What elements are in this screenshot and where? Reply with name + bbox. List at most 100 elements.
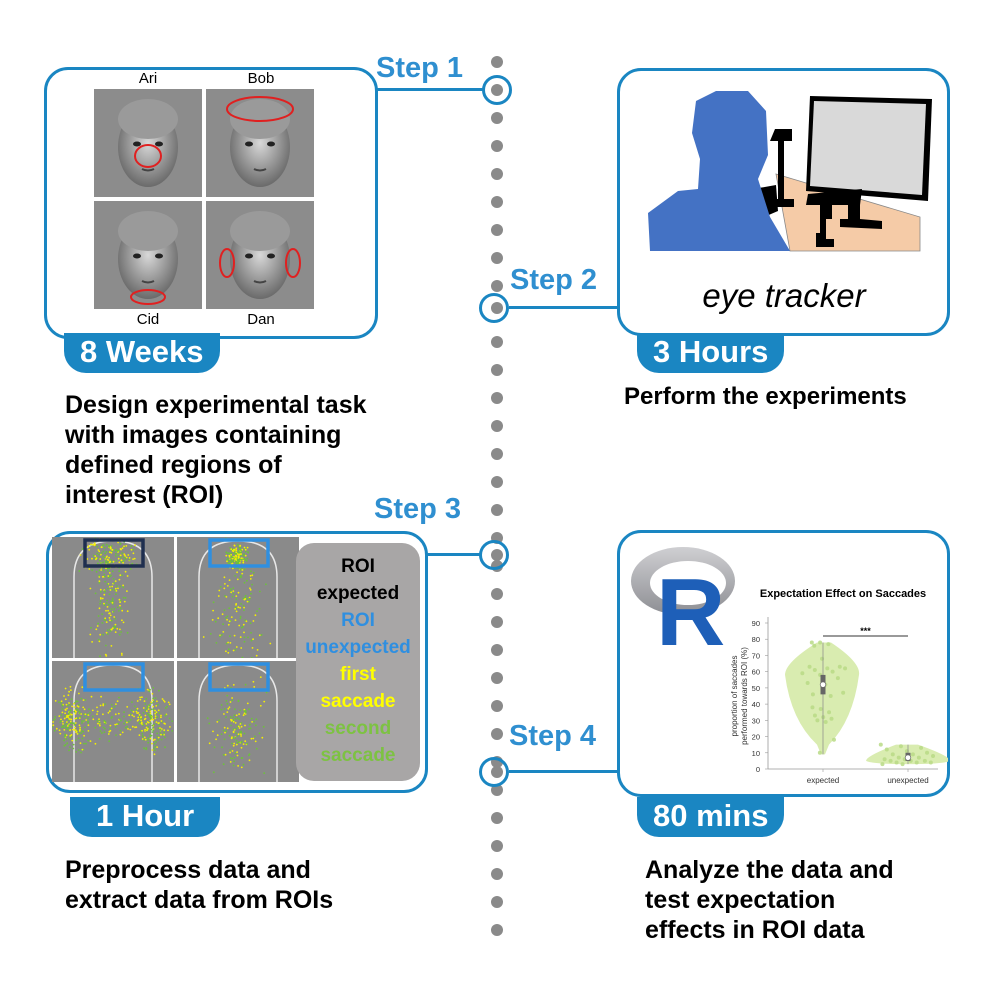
step-4-timeline-node [479, 757, 509, 787]
description-line: Preprocess data and [65, 856, 311, 884]
y-tick-label: 30 [752, 716, 760, 725]
legend-roi-unexpected-2: unexpected [305, 637, 411, 658]
x-tick-label: expected [807, 776, 839, 785]
step-2-timeline-node [479, 293, 509, 323]
timeline-dot [491, 644, 503, 656]
timeline-dot [491, 336, 503, 348]
data-point-unexpected [922, 758, 927, 763]
timeline-dot [491, 812, 503, 824]
description-line: test expectation [645, 886, 836, 914]
step-3-duration-badge: 1 Hour [70, 797, 221, 837]
x-tick-label: unexpected [887, 776, 928, 785]
data-point-expected [829, 716, 834, 721]
timeline-dot [491, 448, 503, 460]
timeline-dot [491, 476, 503, 488]
heatmap-center [177, 661, 299, 782]
data-point-expected [826, 642, 831, 647]
timeline-dot [491, 728, 503, 740]
legend-second-saccade-1: second [324, 718, 392, 739]
timeline-dot [491, 588, 503, 600]
legend-first-saccade-2: saccade [320, 691, 396, 712]
step-4-connector [509, 770, 619, 773]
data-point-unexpected [919, 745, 924, 750]
step-1-timeline-node [482, 75, 512, 105]
face-icon [226, 96, 294, 187]
median-unexpected [904, 754, 912, 761]
timeline-dot [491, 56, 503, 68]
chinrest-icon [770, 129, 794, 207]
data-point-expected [825, 666, 830, 671]
data-point-unexpected [888, 758, 893, 763]
heatmap-forehead-unexpected-1 [177, 537, 299, 658]
data-point-expected [841, 690, 846, 695]
y-axis-label: proportion of saccadesperformed towards … [730, 647, 749, 745]
timeline-dot [491, 700, 503, 712]
data-point-expected [831, 737, 836, 742]
y-tick-label: 50 [752, 684, 760, 693]
saccade-legend: ROI expected ROI unexpected first saccad… [296, 543, 420, 781]
legend-roi-unexpected-1: ROI [341, 610, 375, 631]
timeline-dot [491, 420, 503, 432]
face-image-dan [206, 201, 314, 309]
step-1-connector [372, 88, 484, 91]
face-image-bob [206, 89, 314, 197]
timeline-dot [491, 364, 503, 376]
legend-roi-expected-2: expected [316, 583, 400, 604]
participant-silhouette-icon [648, 91, 790, 251]
data-point-unexpected [900, 762, 905, 767]
step-2-duration-badge: 3 Hours [637, 333, 785, 373]
data-point-expected [812, 668, 817, 673]
data-point-unexpected [890, 752, 895, 757]
y-tick-label: 20 [752, 733, 760, 742]
y-tick-label: 90 [752, 619, 760, 628]
data-point-expected [823, 719, 828, 724]
timeline-dot [491, 504, 503, 516]
heatmap-forehead-expected [52, 537, 174, 658]
data-point-unexpected [880, 762, 885, 767]
timeline-dot [491, 840, 503, 852]
description-line: Analyze the data and [645, 856, 894, 884]
data-point-expected [807, 664, 812, 669]
face-label-dan: Dan [247, 311, 275, 328]
data-point-unexpected [910, 752, 915, 757]
heatmap-ears [52, 661, 174, 782]
description-line: interest (ROI) [65, 481, 224, 509]
data-point-unexpected [916, 755, 921, 760]
median-expected [819, 681, 827, 688]
step-1-panel: Ari Bob [44, 67, 378, 339]
step-2-description: Perform the experiments [624, 382, 907, 412]
face-icon [118, 99, 178, 187]
step-3-label: Step 3 [374, 493, 462, 525]
data-point-expected [812, 643, 817, 648]
timeline-dot [491, 924, 503, 936]
data-point-expected [805, 681, 810, 686]
data-point-expected [820, 656, 825, 661]
data-point-expected [800, 671, 805, 676]
data-point-expected [843, 666, 848, 671]
significance-label: *** [860, 626, 871, 636]
timeline-dot [491, 224, 503, 236]
chart-title: Expectation Effect on Saccades [760, 588, 926, 600]
data-point-expected [837, 664, 842, 669]
description-line: with images containing [65, 421, 342, 449]
data-point-expected [809, 640, 814, 645]
data-point-expected [818, 706, 823, 711]
description-line: effects in ROI data [645, 916, 865, 944]
step-1-duration-badge: 8 Weeks [64, 333, 220, 373]
data-point-unexpected [928, 760, 933, 765]
face-image-ari [94, 89, 202, 197]
data-point-unexpected [878, 742, 883, 747]
y-tick-label: 10 [752, 749, 760, 758]
step-1-description: Design experimental task with images con… [65, 390, 367, 510]
violin-chart: Expectation Effect on Saccades0102030405… [730, 588, 948, 785]
timeline-dot [491, 252, 503, 264]
data-point-expected [827, 710, 832, 715]
step-1-label: Step 1 [376, 52, 464, 84]
description-line: Perform the experiments [624, 383, 907, 410]
data-point-unexpected [925, 750, 930, 755]
data-point-unexpected [898, 744, 903, 749]
data-point-expected [830, 669, 835, 674]
tracker-mount-icon [816, 205, 834, 247]
data-point-unexpected [884, 747, 889, 752]
step-3-panel: ROI expected ROI unexpected first saccad… [46, 531, 428, 793]
